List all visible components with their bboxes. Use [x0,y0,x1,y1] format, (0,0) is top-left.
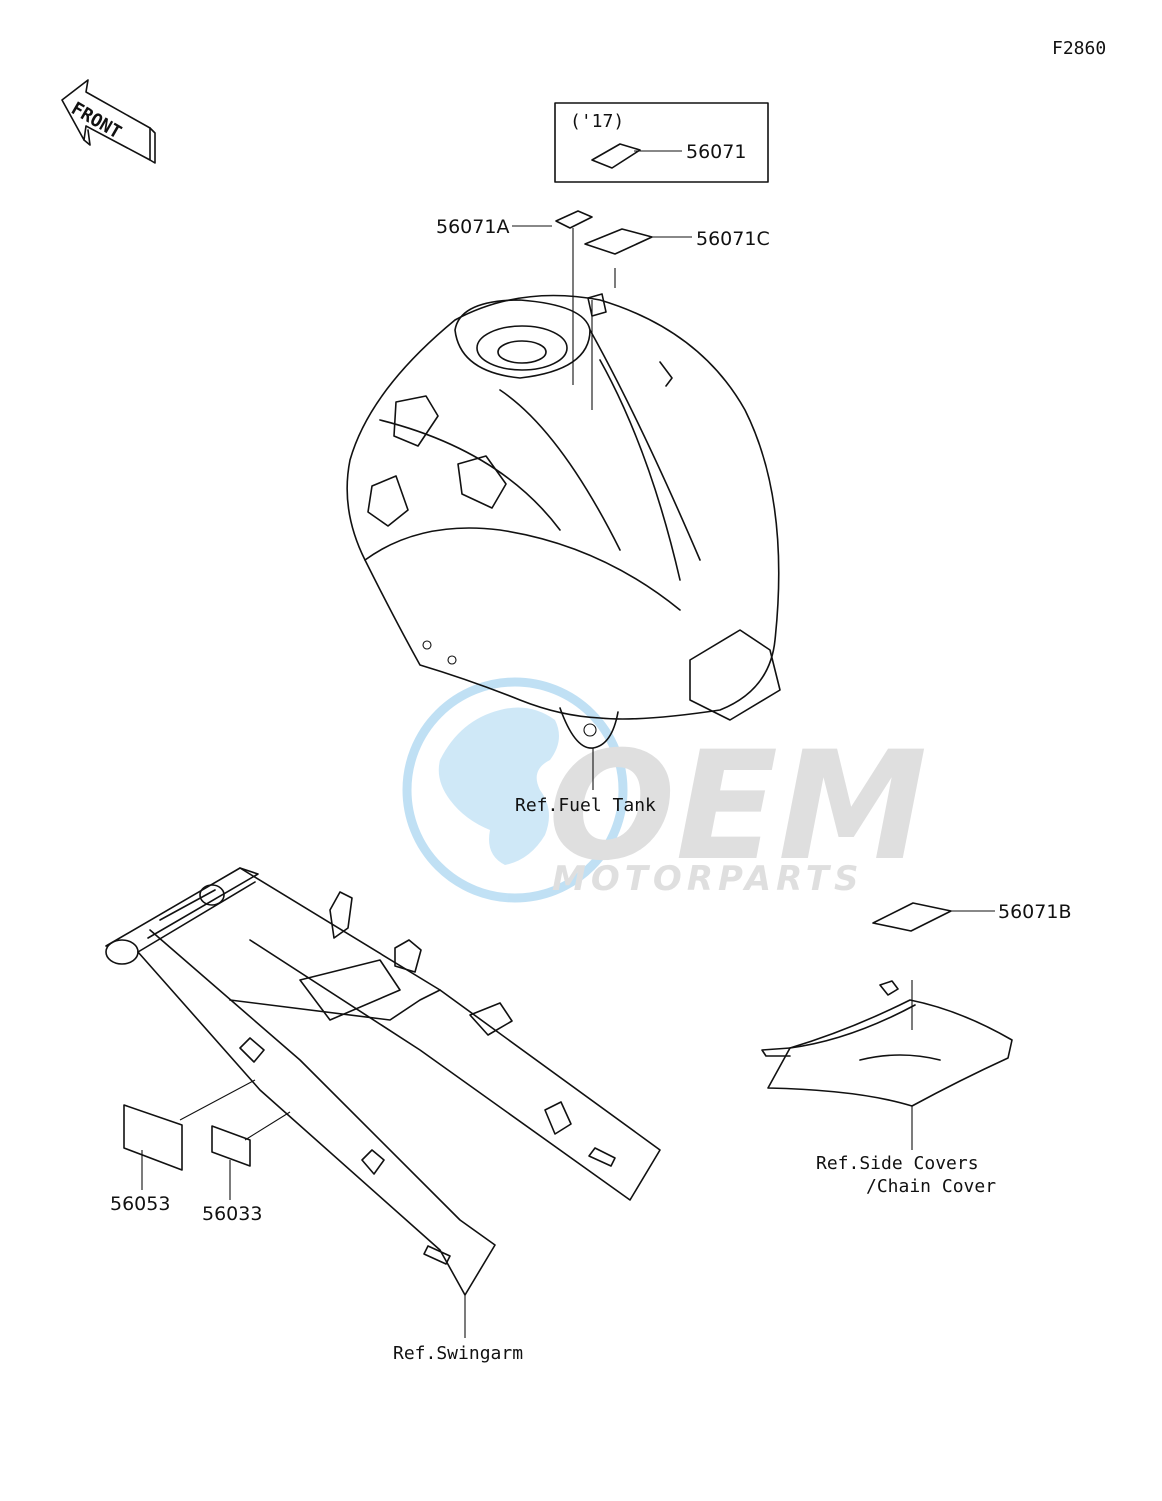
label-decal-56033 [211,1125,251,1167]
inset-box: ('17) 56071 [554,102,769,183]
side-cover-drawing [761,980,1013,1107]
watermark-logo: OEM [548,720,927,894]
label-decal-56071A [555,210,593,229]
tank-decals: 56071A 56071C [436,210,770,410]
part-label-56071C: 56071C [696,228,770,250]
inset-year-label: ('17) [570,111,624,132]
part-label-56033: 56033 [202,1203,262,1225]
part-label-56071A: 56071A [436,216,509,238]
part-label-56071: 56071 [686,141,746,163]
ref-side-covers-line1: Ref.Side Covers [816,1153,979,1174]
swingarm-decals: 56053 56033 [110,1079,291,1225]
ref-fuel-tank: Ref.Fuel Tank [515,795,656,816]
front-arrow-label: FRONT [68,98,126,143]
watermark-subtext: MOTORPARTS [552,859,863,899]
fuel-tank-drawing [346,293,781,749]
ref-side-covers-line2: /Chain Cover [866,1176,996,1197]
label-decal-56071C [584,228,653,255]
front-arrow-icon: FRONT [61,79,156,164]
part-label-56053: 56053 [110,1193,170,1215]
watermark-continents [438,707,559,865]
watermark-globe [402,677,628,903]
watermark: OEM MOTORPARTS [402,677,927,903]
ref-swingarm: Ref.Swingarm [393,1343,523,1364]
part-label-56071B: 56071B [998,901,1071,923]
label-decal-56053 [123,1104,183,1171]
label-decal-56071B [872,902,952,932]
swingarm-drawing [105,867,661,1296]
figure-code: F2860 [1052,38,1106,59]
label-decal-56071 [591,143,641,169]
